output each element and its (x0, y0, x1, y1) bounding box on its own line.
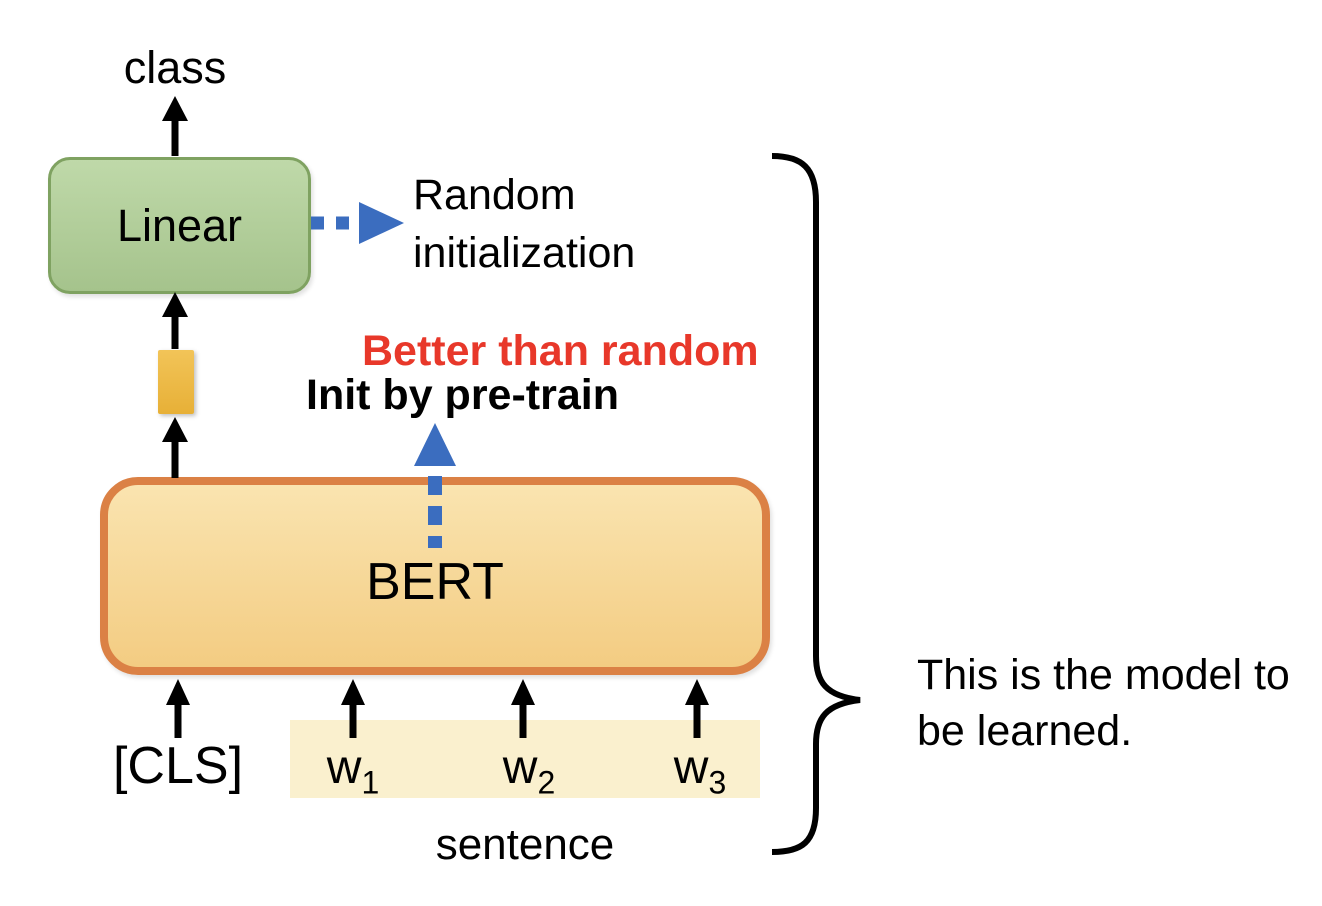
token-w3: w3 (673, 741, 727, 801)
arrow-up-cls-to-bert-icon (166, 679, 190, 738)
dashed-arrow-right-random-init-icon (311, 202, 404, 244)
token-w2: w2 (502, 741, 556, 801)
sentence-label: sentence (435, 820, 615, 869)
cls-token-label: [CLS] (112, 737, 244, 795)
bert-model-label: BERT (366, 553, 504, 612)
arrow-up-bert-to-embedding-icon (162, 417, 188, 478)
class-output-label: class (123, 42, 227, 93)
better-than-random-note: Better than random (362, 327, 759, 375)
curly-brace (771, 153, 861, 855)
linear-layer-label: Linear (116, 199, 243, 251)
arrow-up-embedding-to-linear-icon (162, 292, 188, 349)
cls-embedding-rect (158, 350, 194, 414)
init-by-pretrain-note: Init by pre-train (306, 371, 619, 419)
bert-model-box: BERT (100, 477, 770, 675)
token-w1: w1 (326, 741, 380, 801)
model-to-be-learned-caption: This is the model to be learned. (917, 651, 1290, 755)
arrow-up-linear-to-class-icon (162, 96, 188, 156)
linear-layer-box: Linear (48, 157, 311, 294)
random-initialization-note: Random initialization (413, 171, 636, 278)
